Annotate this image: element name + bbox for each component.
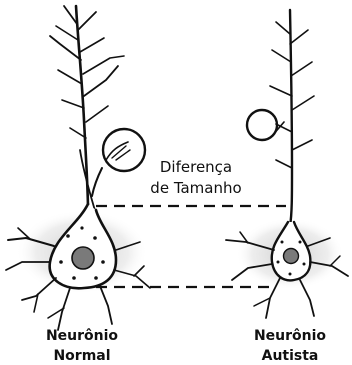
normal-neuron-label-line2: Normal: [53, 348, 110, 364]
normal-spine-head: [103, 129, 145, 171]
size-difference-label-line2: de Tamanho: [150, 179, 241, 197]
autistic-neuron-label-line1: Neurônio: [254, 328, 326, 344]
normal-neuron: [6, 6, 150, 330]
autistic-neuron-label-line2: Autista: [262, 348, 319, 364]
normal-neuron-nucleus: [72, 247, 94, 269]
size-difference-label-line1: Diferença: [160, 158, 232, 176]
normal-neuron-label-line1: Neurônio: [46, 328, 118, 344]
autistic-neuron: [226, 10, 348, 318]
autistic-neuron-nucleus: [284, 249, 299, 264]
